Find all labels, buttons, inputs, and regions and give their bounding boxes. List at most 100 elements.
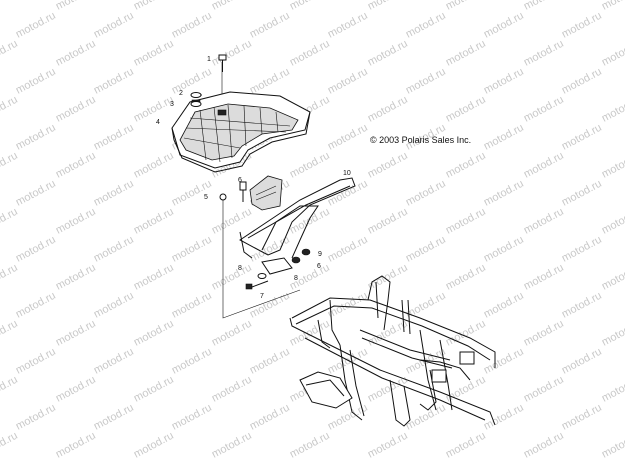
watermark-text: motod.ru	[444, 206, 488, 237]
watermark-text: motod.ru	[170, 290, 214, 321]
watermark-text: motod.ru	[248, 66, 292, 97]
callout-10: 10	[343, 170, 351, 177]
callout-2: 2	[179, 90, 183, 97]
watermark-text: motod.ru	[170, 402, 214, 433]
watermark-text: motod.ru	[248, 290, 292, 321]
watermark-text: motod.ru	[14, 122, 58, 153]
watermark-text: motod.ru	[522, 318, 566, 349]
watermark-text: motod.ru	[600, 0, 625, 13]
watermark-text: motod.ru	[0, 38, 20, 69]
watermark-text: motod.ru	[522, 374, 566, 405]
watermark-text: motod.ru	[404, 234, 448, 265]
watermark-text: motod.ru	[326, 234, 370, 265]
watermark-text: motod.ru	[288, 38, 332, 69]
watermark-text: motod.ru	[482, 122, 526, 153]
callout-8a: 8	[294, 275, 298, 282]
watermark-text: motod.ru	[248, 346, 292, 377]
watermark-text: motod.ru	[170, 346, 214, 377]
watermark-text: motod.ru	[600, 206, 625, 237]
watermark-text: motod.ru	[600, 318, 625, 349]
watermark-text: motod.ru	[54, 374, 98, 405]
watermark-text: motod.ru	[444, 0, 488, 13]
watermark-text: motod.ru	[54, 94, 98, 125]
watermark-text: motod.ru	[92, 402, 136, 433]
callout-3: 3	[170, 101, 174, 108]
watermark-text: motod.ru	[404, 66, 448, 97]
watermark-text: motod.ru	[366, 0, 410, 13]
watermark-text: motod.ru	[444, 262, 488, 293]
watermark-text: motod.ru	[54, 206, 98, 237]
watermark-text: motod.ru	[326, 122, 370, 153]
watermark-text: motod.ru	[600, 94, 625, 125]
watermark-text: motod.ru	[560, 402, 604, 433]
watermark-text: motod.ru	[54, 430, 98, 461]
watermark-text: motod.ru	[560, 10, 604, 41]
copyright-notice: © 2003 Polaris Sales Inc.	[370, 135, 472, 145]
watermark-text: motod.ru	[0, 150, 20, 181]
callout-7: 7	[260, 293, 264, 300]
watermark-text: motod.ru	[54, 262, 98, 293]
watermark-text: motod.ru	[444, 94, 488, 125]
watermark-text: motod.ru	[132, 430, 176, 461]
watermark-text: motod.ru	[210, 374, 254, 405]
watermark-text: motod.ru	[444, 430, 488, 461]
watermark-text: motod.ru	[482, 178, 526, 209]
watermark-text: motod.ru	[560, 290, 604, 321]
watermark-text: motod.ru	[14, 178, 58, 209]
watermark-text: motod.ru	[132, 94, 176, 125]
watermark-text: motod.ru	[522, 150, 566, 181]
watermark-text: motod.ru	[170, 66, 214, 97]
watermark-text: motod.ru	[600, 430, 625, 461]
watermark-text: motod.ru	[560, 234, 604, 265]
watermark-text: motod.ru	[210, 38, 254, 69]
watermark-text: motod.ru	[248, 402, 292, 433]
watermark-text: motod.ru	[404, 178, 448, 209]
callout-1: 1	[207, 56, 211, 63]
watermark-text: motod.ru	[404, 402, 448, 433]
watermark-text: motod.ru	[54, 150, 98, 181]
watermark-text: motod.ru	[0, 262, 20, 293]
watermark-text: motod.ru	[132, 38, 176, 69]
watermark-text: motod.ru	[170, 10, 214, 41]
watermark-text: motod.ru	[326, 66, 370, 97]
mounting-hardware	[239, 181, 311, 290]
cargo-rack	[171, 91, 311, 173]
callout-6b: 6	[317, 263, 321, 270]
watermark-text: motod.ru	[600, 150, 625, 181]
watermark-text: motod.ru	[482, 290, 526, 321]
callout-6a: 6	[238, 177, 242, 184]
watermark-text: motod.ru	[288, 0, 332, 13]
watermark-text: motod.ru	[92, 66, 136, 97]
watermark-text: motod.ru	[14, 66, 58, 97]
watermark-text: motod.ru	[522, 0, 566, 13]
watermark-text: motod.ru	[326, 290, 370, 321]
watermark-text: motod.ru	[444, 150, 488, 181]
watermark-text: motod.ru	[366, 430, 410, 461]
watermark-text: motod.ru	[366, 94, 410, 125]
watermark-text: motod.ru	[210, 430, 254, 461]
watermark-text: motod.ru	[482, 66, 526, 97]
watermark-text: motod.ru	[0, 318, 20, 349]
watermark-text: motod.ru	[210, 206, 254, 237]
watermark-text: motod.ru	[14, 402, 58, 433]
watermark-text: motod.ru	[600, 374, 625, 405]
watermark-text: motod.ru	[54, 0, 98, 13]
watermark-text: motod.ru	[92, 346, 136, 377]
watermark-text: motod.ru	[248, 10, 292, 41]
watermark-text: motod.ru	[14, 10, 58, 41]
watermark-text: motod.ru	[92, 10, 136, 41]
watermark-text: motod.ru	[522, 94, 566, 125]
watermark-text: motod.ru	[522, 206, 566, 237]
watermark-text: motod.ru	[132, 206, 176, 237]
watermark-text: motod.ru	[366, 38, 410, 69]
watermark-text: motod.ru	[210, 318, 254, 349]
watermark-text: motod.ru	[92, 290, 136, 321]
watermark-text: motod.ru	[288, 150, 332, 181]
watermark-text: motod.ru	[132, 318, 176, 349]
watermark-text: motod.ru	[0, 94, 20, 125]
watermark-text: motod.ru	[170, 234, 214, 265]
watermark-text: motod.ru	[404, 290, 448, 321]
watermark-text: motod.ru	[132, 0, 176, 13]
watermark-text: motod.ru	[366, 262, 410, 293]
